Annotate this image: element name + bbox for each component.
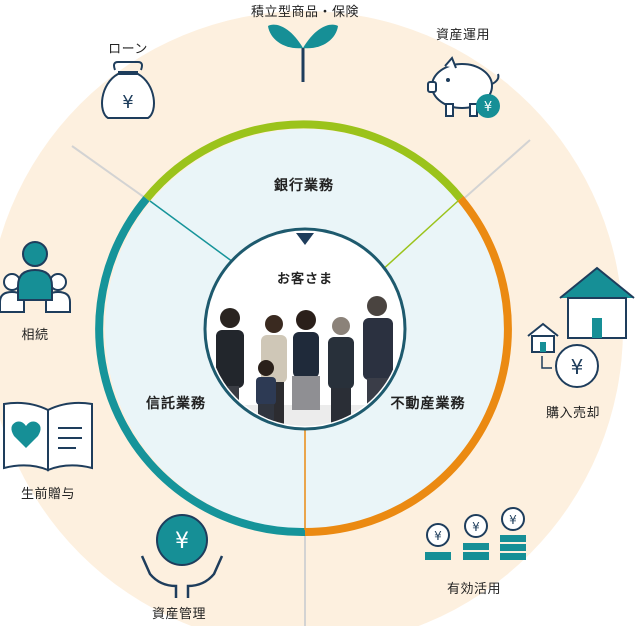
segment-arc-realestate (304, 196, 512, 536)
connector-realestate (379, 200, 459, 273)
service-label-inheritance: 相続 (21, 328, 49, 343)
svg-text:¥: ¥ (122, 92, 133, 113)
svg-text:¥: ¥ (571, 355, 584, 379)
svg-text:¥: ¥ (472, 520, 480, 534)
segment-label-trust: 信託業務 (146, 396, 206, 412)
service-label-asset-management: 資産管理 (151, 607, 207, 622)
service-label-utilization: 有効活用 (446, 582, 502, 597)
outer-dividers (71, 139, 531, 626)
segment-label-realestate: 不動産業務 (390, 396, 466, 412)
hands-yen-icon: ¥ (140, 514, 224, 598)
segment-arc-bank (143, 120, 464, 202)
segment-arc-trust (95, 196, 306, 537)
family-icon (0, 241, 71, 313)
center-pointer-icon (296, 233, 314, 245)
house-yen-icon: ¥ (527, 266, 635, 388)
connector-trust (149, 200, 234, 263)
book-heart-icon (3, 401, 93, 472)
service-label-buy-sell: 購入売却 (545, 406, 601, 421)
service-label-savings-insurance: 積立型商品・保険 (250, 5, 360, 20)
svg-text:¥: ¥ (484, 100, 492, 115)
sprout-icon (268, 24, 338, 82)
svg-text:¥: ¥ (434, 529, 442, 543)
coin-stack-icon: ¥ ¥ ¥ (425, 507, 526, 560)
service-label-lifetime-gift: 生前贈与 (20, 487, 76, 502)
money-bag-icon: ¥ (101, 61, 155, 119)
svg-text:¥: ¥ (175, 529, 189, 554)
svg-text:¥: ¥ (509, 513, 517, 527)
center-label: お客さま (276, 272, 334, 287)
service-label-loan: ローン (108, 42, 148, 57)
segment-label-bank: 銀行業務 (274, 178, 334, 194)
piggy-bank-icon: ¥ (427, 56, 500, 118)
service-label-investment: 資産運用 (435, 28, 491, 43)
